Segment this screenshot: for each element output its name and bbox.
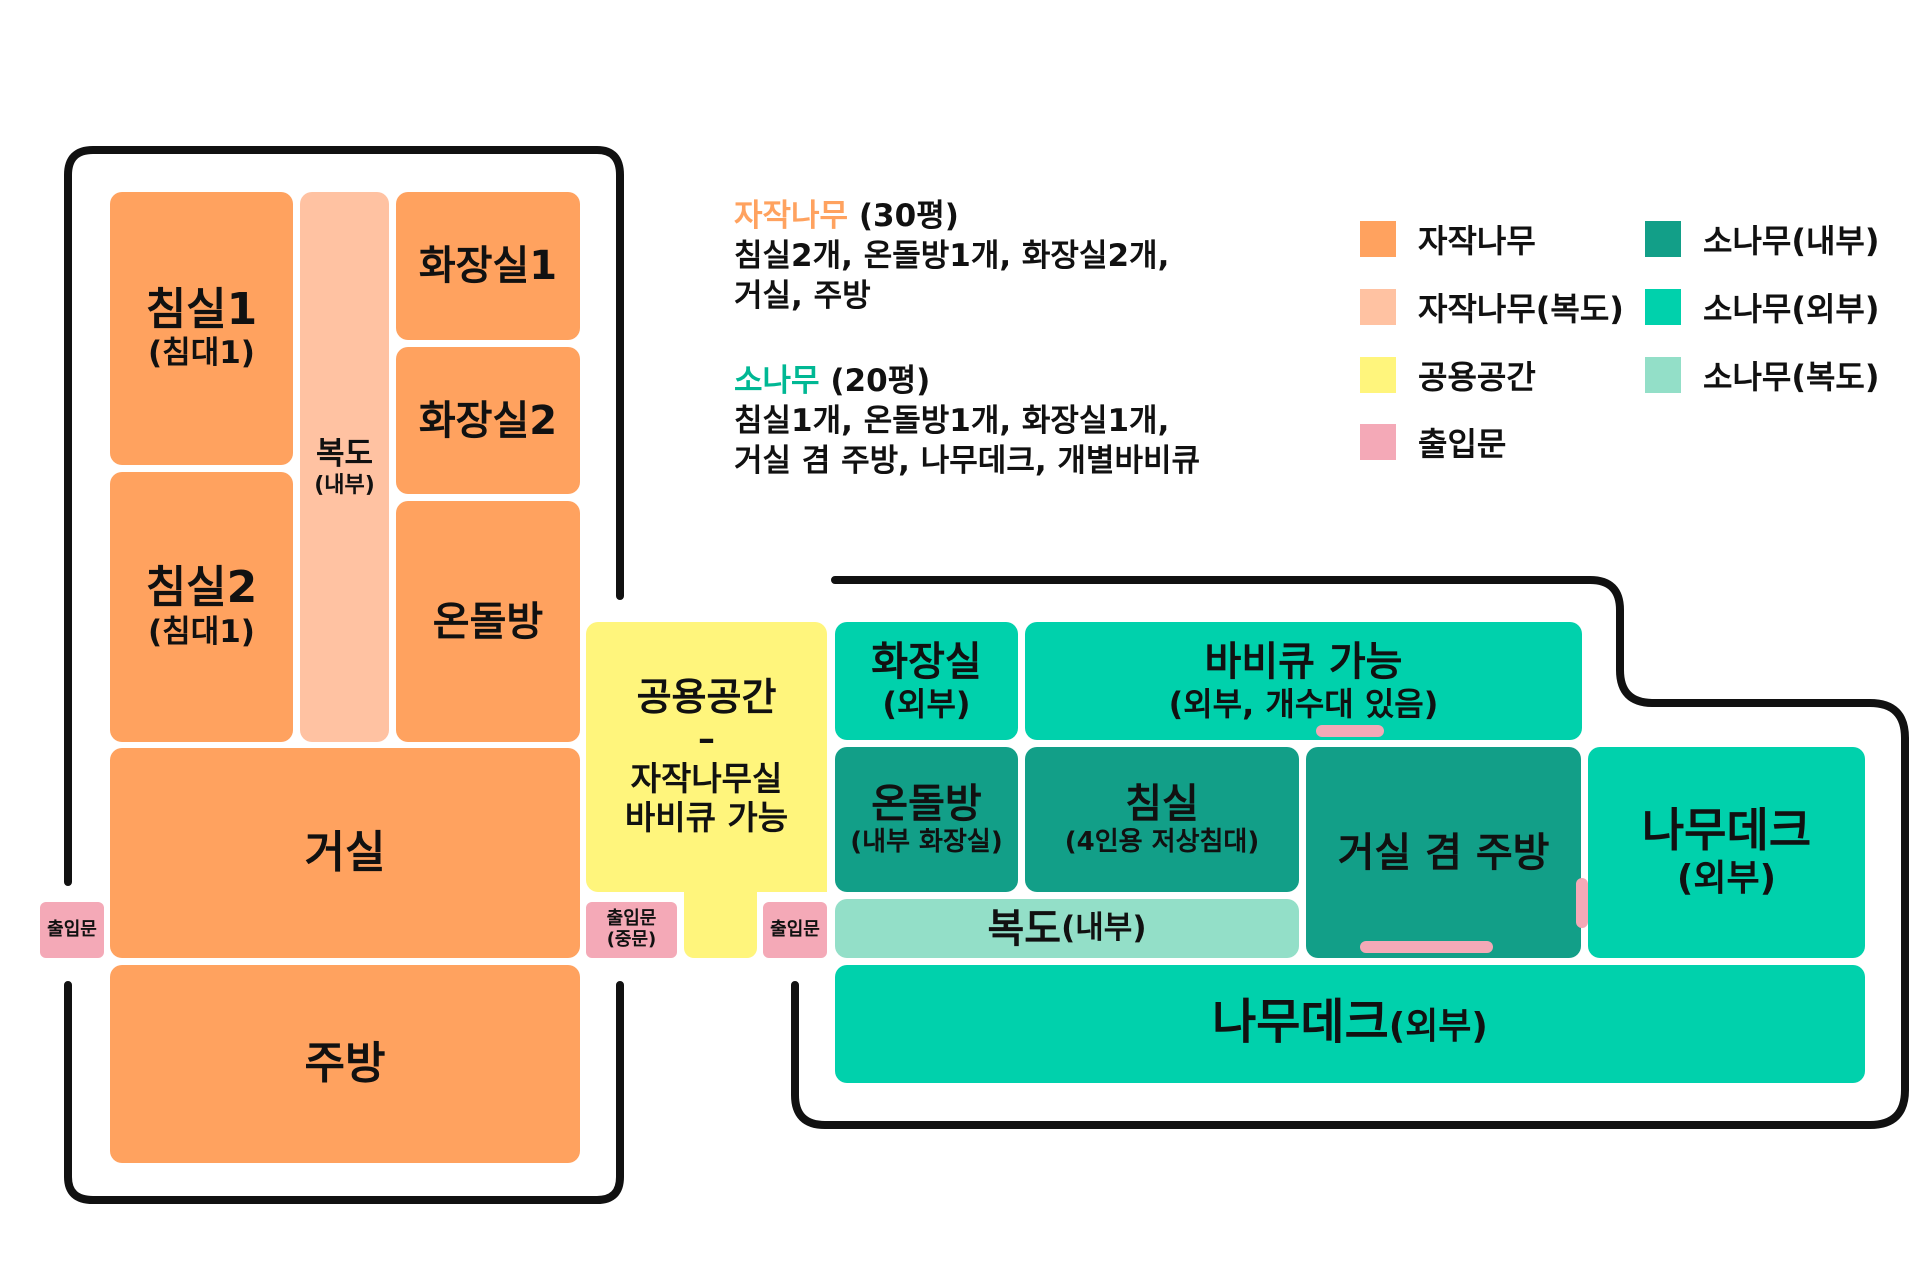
legend-jajak-label: 자작나무 [1418, 222, 1536, 260]
sonamu-bathroom-title: 화장실 [871, 638, 982, 685]
sonamu-corridor-sub: (내부) [1061, 909, 1147, 946]
info-jajak-name: 자작나무 [734, 198, 849, 234]
common-space-title: 공용공간 [636, 675, 777, 720]
bathroom-1: 화장실1 [396, 192, 580, 340]
legend-sonamu-inner-swatch [1645, 221, 1681, 257]
bedroom-1: 침실1 (침대1) [110, 192, 293, 465]
sonamu-corridor: 복도 (내부) [835, 899, 1299, 958]
legend-jajak-corridor-label: 자작나무(복도) [1418, 290, 1624, 328]
entrance-middle[interactable]: 출입문 (중문) [586, 902, 677, 958]
bedroom-1-title: 침실1 [145, 283, 258, 335]
legend-jajak-swatch [1360, 221, 1396, 257]
common-space-line2: 바비큐 가능 [624, 798, 789, 838]
legend-sonamu-outer: 소나무(외부) [1645, 284, 1879, 330]
sonamu-ondol-sub: (내부 화장실) [850, 826, 1003, 857]
inner-corridor-title: 복도 [315, 435, 374, 472]
living-door-marker-bottom [1360, 941, 1493, 953]
living-door-marker-side [1576, 878, 1588, 928]
sonamu-outline [791, 576, 1909, 1129]
sonamu-bbq-sub: (외부, 개수대 있음) [1168, 684, 1439, 723]
legend-sonamu-corridor: 소나무(복도) [1645, 352, 1879, 398]
info-jajak-line2: 거실, 주방 [734, 278, 871, 314]
sonamu-deck-right-title: 나무데크 [1641, 803, 1812, 858]
living-room-title: 거실 [304, 826, 386, 878]
entrance-middle-sub: (중문) [606, 929, 657, 950]
bedroom-2-title: 침실2 [145, 562, 258, 614]
ondol-room-title: 온돌방 [432, 598, 544, 645]
sonamu-deck-bottom-title: 나무데크 [1212, 994, 1389, 1050]
legend-sonamu-outer-label: 소나무(외부) [1703, 290, 1880, 328]
legend-jajak-corridor-swatch [1360, 289, 1396, 325]
entrance-left[interactable]: 출입문 [40, 902, 104, 958]
sonamu-ondol-title: 온돌방 [871, 780, 982, 827]
sonamu-deck-right-sub: (외부) [1676, 858, 1777, 900]
info-sonamu-size: (20평) [819, 363, 931, 399]
info-sonamu-line2: 거실 겸 주방, 나무데크, 개별바비큐 [734, 443, 1201, 479]
inner-corridor: 복도 (내부) [300, 192, 389, 742]
info-sonamu: 소나무 (20평) 침실1개, 온돌방1개, 화장실1개, 거실 겸 주방, 나… [734, 361, 1200, 481]
sonamu-bathroom: 화장실 (외부) [835, 622, 1018, 740]
jajak-outline [64, 146, 624, 886]
bathroom-1-title: 화장실1 [418, 243, 558, 289]
sonamu-bedroom: 침실 (4인용 저상침대) [1025, 747, 1299, 892]
legend-sonamu-corridor-swatch [1645, 357, 1681, 393]
entrance-left-label: 출입문 [47, 918, 97, 940]
info-jajak-size: (30평) [848, 198, 959, 234]
bathroom-2: 화장실2 [396, 347, 580, 494]
sonamu-bbq: 바비큐 가능 (외부, 개수대 있음) [1025, 622, 1582, 740]
kitchen: 주방 [110, 965, 580, 1163]
bedroom-2-sub: (침대1) [148, 613, 255, 650]
sonamu-corridor-title: 복도 [987, 905, 1062, 952]
legend-sonamu-inner-label: 소나무(내부) [1703, 222, 1880, 260]
living-room: 거실 [110, 748, 580, 958]
bedroom-1-sub: (침대1) [148, 335, 255, 372]
sonamu-living-kitchen: 거실 겸 주방 [1306, 747, 1581, 958]
legend-entrance: 출입문 [1360, 419, 1506, 465]
legend-common: 공용공간 [1360, 352, 1536, 398]
legend-sonamu-inner: 소나무(내부) [1645, 216, 1879, 262]
common-space: 공용공간 – 자작나무실 바비큐 가능 [586, 622, 827, 892]
common-space-line1: 자작나무실 [630, 758, 783, 798]
sink-marker [1316, 725, 1384, 737]
kitchen-title: 주방 [304, 1037, 386, 1089]
info-jajak: 자작나무 (30평) 침실2개, 온돌방1개, 화장실2개, 거실, 주방 [734, 196, 1169, 316]
legend-jajak: 자작나무 [1360, 216, 1536, 262]
legend-jajak-corridor: 자작나무(복도) [1360, 284, 1624, 330]
sonamu-bbq-title: 바비큐 가능 [1204, 638, 1403, 685]
info-sonamu-line1: 침실1개, 온돌방1개, 화장실1개, [734, 403, 1170, 439]
jajak-outline-bottom [64, 981, 624, 1204]
sonamu-bedroom-sub: (4인용 저상침대) [1064, 826, 1260, 857]
sonamu-deck-right: 나무데크 (외부) [1588, 747, 1865, 958]
sonamu-deck-bottom: 나무데크 (외부) [835, 965, 1865, 1083]
legend-entrance-label: 출입문 [1418, 425, 1507, 463]
entrance-middle-label: 출입문 [606, 908, 657, 930]
sonamu-bedroom-title: 침실 [1125, 780, 1199, 827]
bedroom-2: 침실2 (침대1) [110, 472, 293, 742]
sonamu-bathroom-sub: (외부) [882, 684, 971, 723]
sonamu-living-kitchen-title: 거실 겸 주방 [1337, 829, 1550, 876]
info-sonamu-name: 소나무 [734, 363, 820, 399]
inner-corridor-sub: (내부) [314, 472, 375, 498]
info-jajak-line1: 침실2개, 온돌방1개, 화장실2개, [734, 238, 1170, 274]
legend-sonamu-outer-swatch [1645, 289, 1681, 325]
sonamu-deck-bottom-sub: (외부) [1388, 1006, 1488, 1047]
legend-common-swatch [1360, 357, 1396, 393]
bathroom-2-title: 화장실2 [418, 397, 558, 444]
sonamu-ondol: 온돌방 (내부 화장실) [835, 747, 1018, 892]
legend-sonamu-corridor-label: 소나무(복도) [1703, 358, 1880, 396]
entrance-right-label: 출입문 [770, 918, 820, 940]
common-space-dash: – [698, 718, 715, 759]
legend-common-label: 공용공간 [1418, 358, 1536, 396]
ondol-room: 온돌방 [396, 501, 580, 742]
entrance-right[interactable]: 출입문 [763, 902, 827, 958]
legend-entrance-swatch [1360, 424, 1396, 460]
common-space-passage [684, 885, 757, 958]
